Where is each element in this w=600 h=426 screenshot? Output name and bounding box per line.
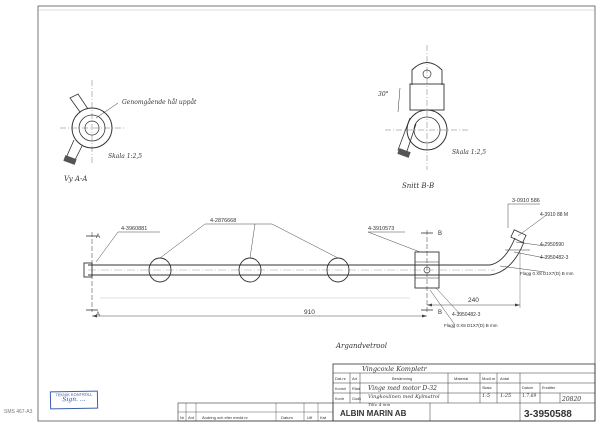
tb-label-skala: Skala <box>482 386 492 390</box>
view-a-a <box>60 80 125 165</box>
callout-lower-part: 4-3950482-3 <box>452 312 481 318</box>
tb-label-datum: Datum <box>522 386 533 390</box>
section-b-bottom: B <box>438 310 442 316</box>
section-b-b <box>385 45 470 170</box>
section-a-top: A <box>96 234 100 240</box>
rev-header-datum: Datum <box>281 415 293 420</box>
callout-end-2: 4-2950590 <box>540 242 564 248</box>
tb-header-5: Modi.nr <box>482 376 496 381</box>
tb-handwritten-title: Vingcoxle Kompletr <box>362 365 428 373</box>
callout-clamps: 4-2876668 <box>210 218 236 224</box>
callout-end-1: 4-3910 88 M <box>540 212 568 218</box>
rev-header-ant: Ant <box>188 415 195 420</box>
sheet-border <box>37 5 596 422</box>
tb-label-ersatt: Ersätter <box>542 386 556 390</box>
stamp-signature: Sign. ... <box>62 395 86 404</box>
tb-date-value: 1.7.69 <box>522 393 536 399</box>
section-b-top: B <box>438 231 442 237</box>
section-a-bottom: A <box>96 312 100 318</box>
tb-description-1: Vinge med motor D-32 <box>368 385 437 392</box>
callout-end-flange: Flagg 0.X8 D1X7(D) B mm <box>520 271 574 276</box>
callout-plug: 4-3960881 <box>121 226 147 232</box>
tb-header-1: Dat.nr <box>335 376 347 381</box>
rev-header-kat: Kat <box>320 415 327 420</box>
tb-label-godk: Godk <box>352 397 361 401</box>
tb-scale-value-2: 1:25 <box>500 393 511 399</box>
callout-lower-flange: Flagg 0.X8 D1X7(D) B mm <box>444 323 498 328</box>
section-b-caption: Snitt B-B <box>402 182 434 190</box>
tb-scale-value: 1:5 <box>482 393 490 399</box>
tb-label-ritat: Ritat <box>352 387 361 391</box>
rev-header-nr: Nr <box>180 415 185 420</box>
callout-bracket: 4-3910573 <box>368 226 394 232</box>
tb-header-2: Art <box>352 376 358 381</box>
inspection-stamp: TEKNIK KONTROLL Sign. ... <box>49 390 99 410</box>
dimension-910: 910 <box>304 309 315 316</box>
tb-header-3: Benämning <box>392 376 412 381</box>
side-code: SMS 467-A3 <box>4 409 33 415</box>
main-view-subtitle: Argandvetrool <box>335 342 387 350</box>
view-a-caption: Vy A-A <box>64 175 87 183</box>
dimension-240: 240 <box>468 297 479 304</box>
rev-header-change: Ändring och eller medd.nr <box>202 415 248 420</box>
section-b-scale: Skala 1:2,5 <box>452 149 486 156</box>
tb-label-kontr: Kontr <box>335 397 345 401</box>
tb-label-konstr: Konstr <box>335 387 347 391</box>
tb-sheet-number: 20820 <box>561 396 581 403</box>
tb-header-6: Antal <box>500 376 509 381</box>
tb-description-3: Tillv. 4 mm <box>368 402 390 407</box>
view-a-scale: Skala 1:2,5 <box>108 153 142 160</box>
main-elevation <box>83 203 546 326</box>
tb-description-2: Vingkoxlinen med Kylmatrol <box>368 394 440 400</box>
tb-header-4: Material <box>454 376 468 381</box>
rev-header-utf: Utf <box>307 415 313 420</box>
callout-elbow-top: 3-0910 586 <box>512 198 540 204</box>
section-b-angle: 30° <box>378 91 389 98</box>
view-a-note: Genomgående hål uppåt <box>122 99 197 106</box>
callout-end-3: 4-3950482-3 <box>540 255 569 261</box>
tb-drawing-number: 3-3950588 <box>524 409 572 420</box>
tb-company: ALBIN MARIN AB <box>340 409 407 418</box>
title-block <box>177 363 596 422</box>
